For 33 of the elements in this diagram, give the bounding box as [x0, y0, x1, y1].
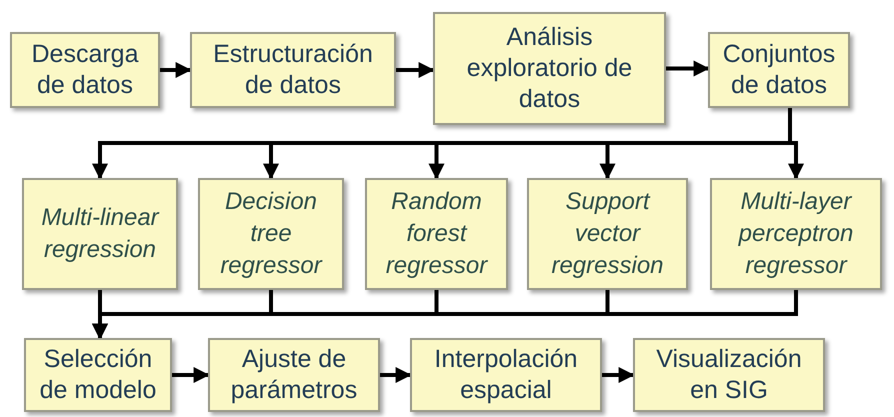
arrow	[602, 367, 635, 383]
box-label: Decision tree regressor	[219, 187, 324, 281]
process-box	[22, 178, 178, 290]
box-label: Multi-layer perceptron regressor	[737, 187, 854, 281]
arrow	[788, 108, 804, 180]
process-box	[208, 338, 380, 412]
box-label: Support vector regression	[550, 187, 665, 281]
arrow	[160, 62, 192, 78]
box-label: Conjuntos de datos	[722, 39, 836, 101]
arrow	[380, 367, 412, 383]
box-label: Análisis exploratorio de datos	[466, 22, 634, 115]
box-label: Ajuste de parámetros	[230, 344, 358, 406]
process-box	[198, 178, 344, 290]
arrow	[172, 367, 210, 383]
box-label: Estructuración de datos	[212, 39, 374, 101]
process-box	[10, 32, 160, 108]
process-box	[365, 178, 508, 290]
process-box	[527, 178, 688, 290]
process-box	[24, 338, 172, 412]
process-box	[410, 338, 602, 412]
box-label: Selección de modelo	[38, 344, 158, 406]
process-box	[633, 338, 825, 412]
box-label: Multi-linear regression	[40, 203, 160, 265]
process-box	[433, 12, 666, 125]
box-label: Interpolación espacial	[433, 344, 579, 406]
arrow	[396, 62, 435, 78]
process-box	[710, 178, 882, 290]
box-label: Descarga de datos	[30, 39, 140, 101]
box-label: Visualización en SIG	[655, 344, 803, 406]
box-label: Random forest regressor	[384, 187, 489, 281]
process-box	[190, 32, 396, 108]
process-box	[708, 32, 850, 108]
arrow	[666, 60, 710, 76]
